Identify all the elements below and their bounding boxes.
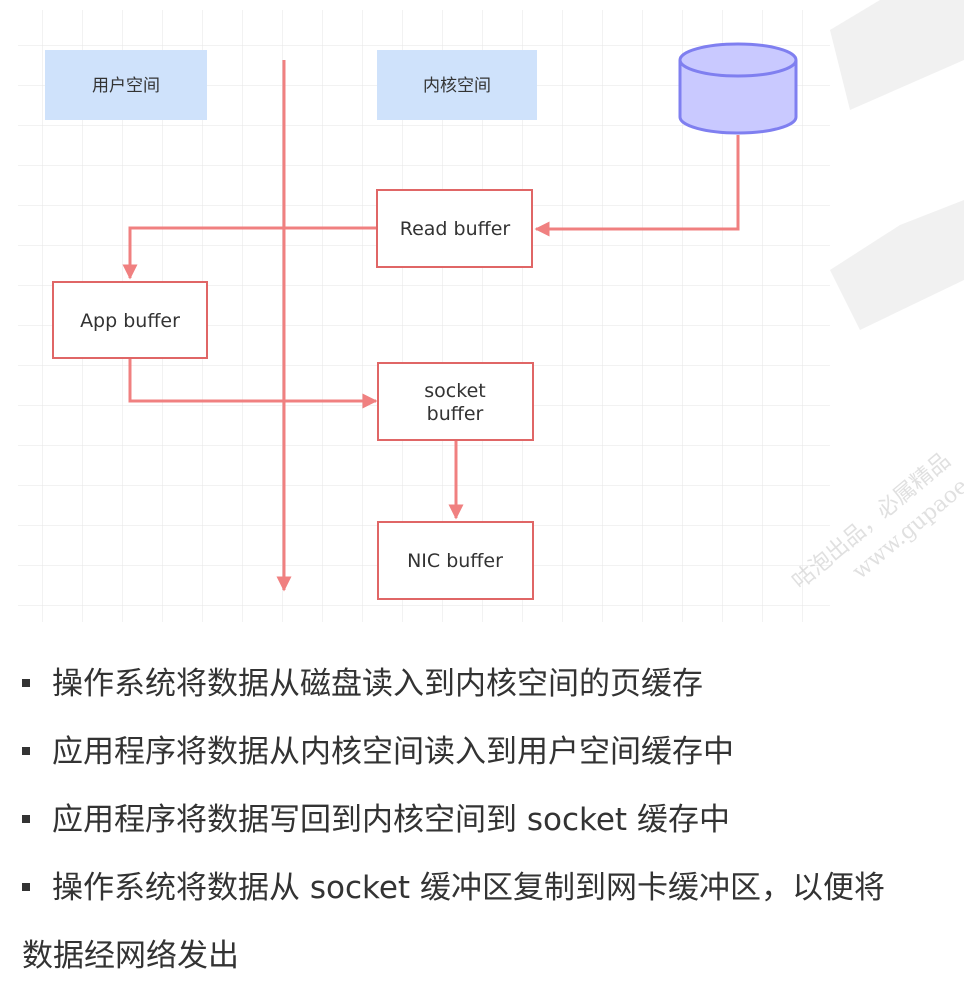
bullet-marker bbox=[22, 746, 30, 755]
app-to-socket-arrow bbox=[128, 358, 378, 409]
nic-buffer-label: NIC buffer bbox=[407, 550, 503, 572]
kernel-space-label: 内核空间 bbox=[423, 76, 491, 96]
read-to-app-arrow bbox=[122, 226, 377, 280]
bullet-continuation: 数据经网络发出 bbox=[22, 938, 239, 974]
read-buffer-box bbox=[376, 189, 533, 268]
bullet-text: 操作系统将数据从磁盘读入到内核空间的页缓存 bbox=[52, 666, 703, 702]
disk-icon bbox=[678, 42, 798, 135]
bullet-text: 应用程序将数据从内核空间读入到用户空间缓存中 bbox=[52, 734, 734, 770]
nic-buffer-box bbox=[377, 521, 534, 600]
disk-to-read-arrow bbox=[534, 135, 740, 237]
read-buffer-label: Read buffer bbox=[400, 218, 511, 240]
bullet-marker bbox=[22, 678, 30, 687]
bullet-text: 应用程序将数据写回到内核空间到 socket 缓存中 bbox=[52, 802, 730, 838]
user-space-label: 用户空间 bbox=[92, 76, 160, 96]
app-buffer-label: App buffer bbox=[80, 310, 180, 332]
bullet-item: 应用程序将数据从内核空间读入到用户空间缓存中 bbox=[22, 726, 734, 771]
socket-buffer-label-line2: buffer bbox=[427, 403, 484, 425]
bullet-marker bbox=[22, 882, 30, 891]
bullet-marker bbox=[22, 814, 30, 823]
bullet-item: 操作系统将数据从磁盘读入到内核空间的页缓存 bbox=[22, 658, 703, 703]
socket-buffer-label-line1: socket bbox=[424, 380, 485, 402]
kernel-space-region bbox=[377, 50, 537, 120]
bullet-text: 操作系统将数据从 socket 缓冲区复制到网卡缓冲区，以便将 bbox=[52, 870, 885, 906]
diagram: 用户空间 内核空间 Read buffer App buffer socket … bbox=[18, 0, 964, 622]
bullet-item: 操作系统将数据从 socket 缓冲区复制到网卡缓冲区，以便将 bbox=[22, 862, 885, 907]
user-space-region bbox=[45, 50, 207, 120]
bullet-item: 应用程序将数据写回到内核空间到 socket 缓存中 bbox=[22, 794, 730, 839]
socket-buffer-box bbox=[377, 362, 534, 441]
app-buffer-box bbox=[52, 281, 208, 359]
